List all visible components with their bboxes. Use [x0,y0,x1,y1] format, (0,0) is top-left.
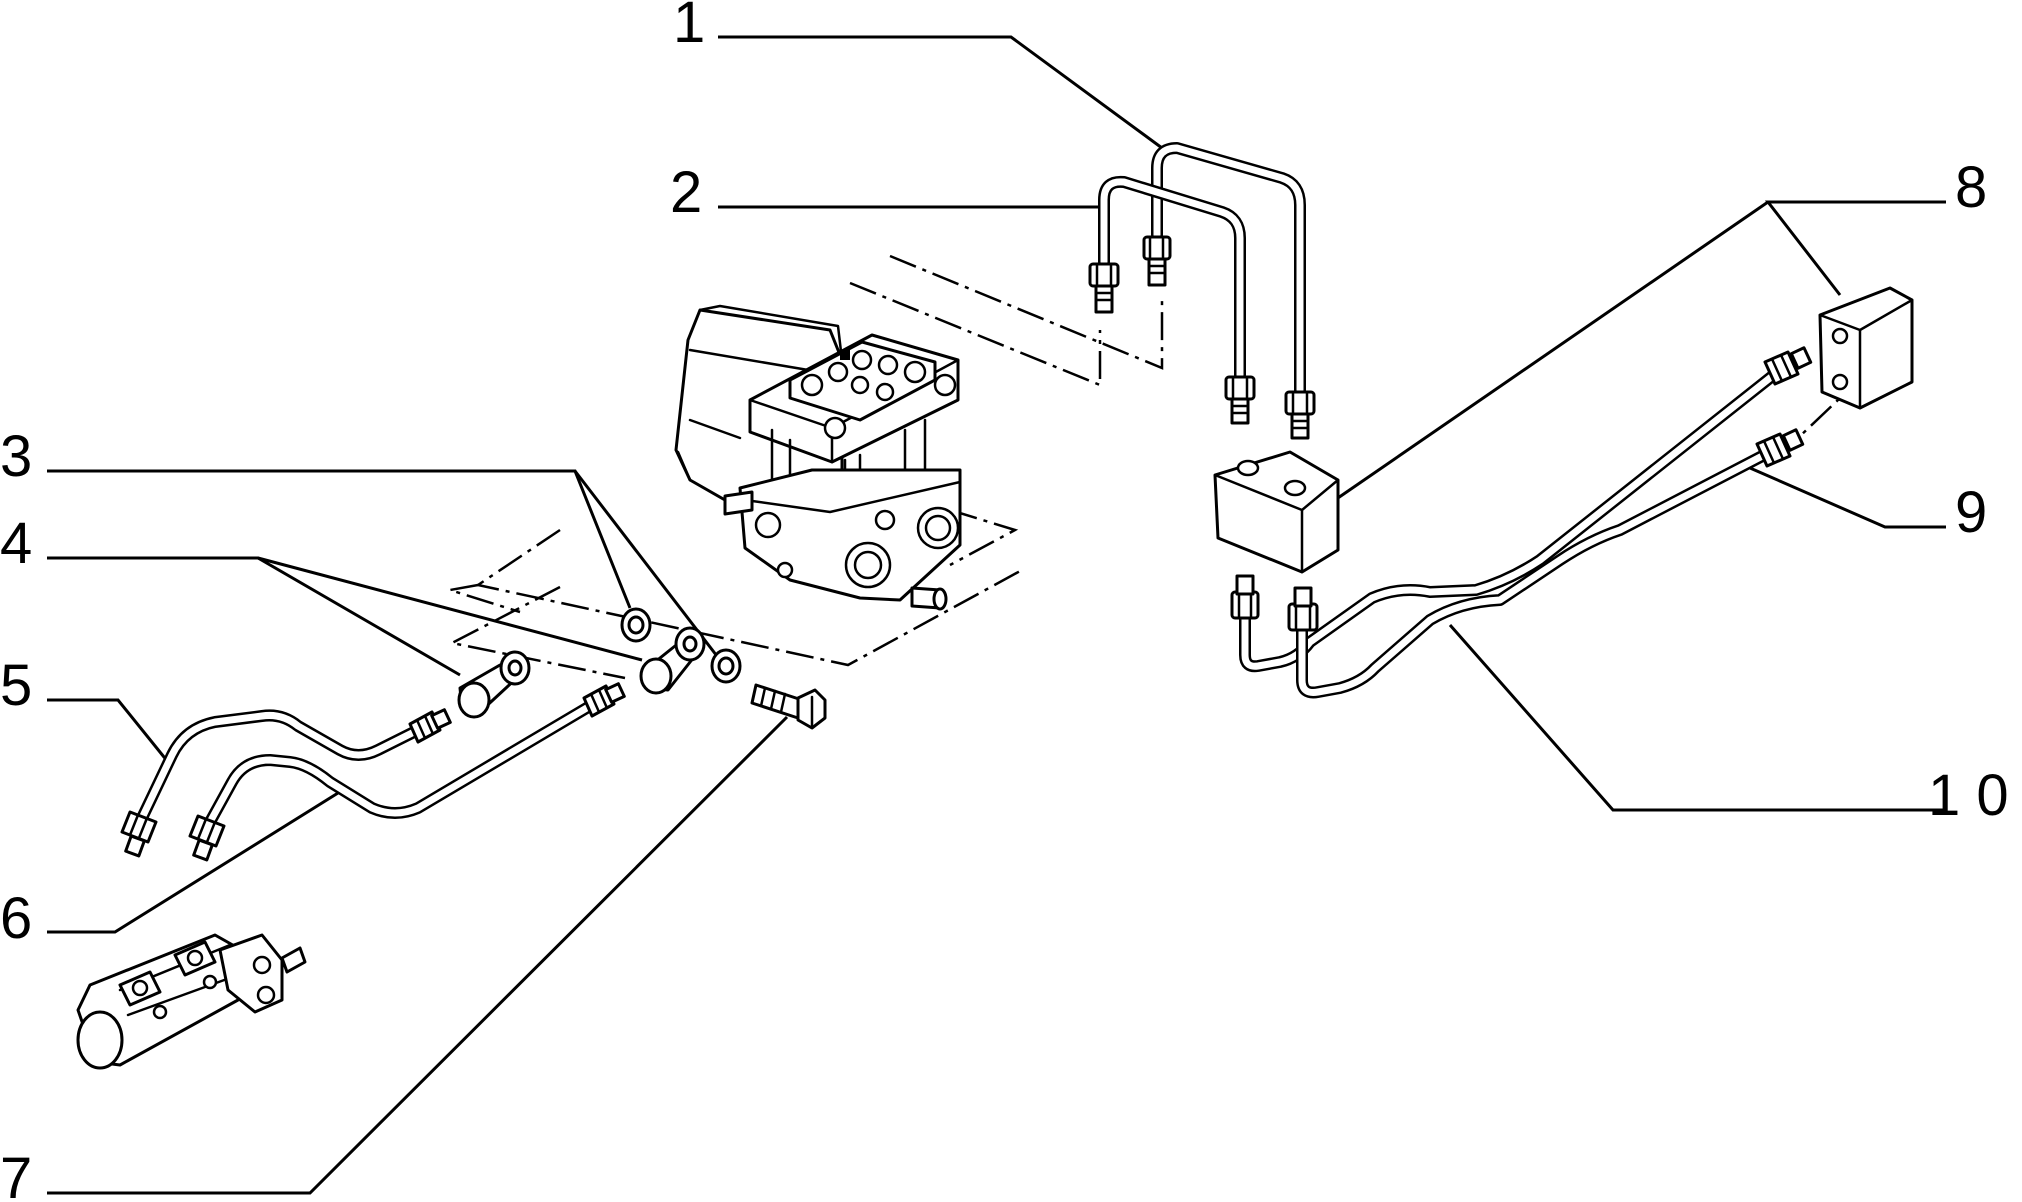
callout-10: 1 0 [1928,763,2009,828]
pipe-5-6-fittings [120,682,626,862]
alignment-lines [448,254,1871,680]
pipe-1-2-fittings [1088,235,1316,440]
leader-4b [257,556,643,662]
pipe-9 [1296,446,1776,699]
master-cylinder [76,933,307,1070]
banjo-fitting-4a [457,650,531,719]
callout-3: 3 [0,424,32,489]
pipe-5 [136,709,424,824]
leader-4a [47,556,461,677]
bolt-head [800,373,824,397]
leader-8a [1764,200,1946,296]
connector-block-8-front [1213,450,1340,574]
connector-block-8-rear [1818,286,1914,410]
pipe-9-10-fittings [1230,346,1813,632]
callout-8: 8 [1955,155,1987,220]
leader-6 [47,791,339,934]
abs-hydraulic-unit [674,304,962,611]
leader-lines [47,35,1946,1195]
pipe-6 [204,700,596,828]
leader-10 [1448,624,1946,812]
callout-9: 9 [1955,480,1987,545]
banjo-fitting-4b [639,626,706,695]
pipe-10 [1239,364,1786,673]
callout-5: 5 [0,653,32,718]
banjo-bolt-7 [750,683,827,730]
pipe-2 [1098,175,1246,381]
washer-3b [710,648,742,684]
leader-1 [718,35,1163,150]
callout-7: 7 [0,1146,32,1202]
callout-1: 1 [673,0,705,55]
callout-4: 4 [0,511,32,576]
leader-9 [1749,466,1946,529]
pipe-1 [1151,142,1306,396]
callout-6: 6 [0,886,32,951]
leader-3a [47,469,632,609]
leader-8b [1334,200,1769,502]
callout-2: 2 [670,160,702,225]
leader-7 [47,715,789,1195]
washer-3a [620,607,652,643]
leader-5 [47,698,170,763]
